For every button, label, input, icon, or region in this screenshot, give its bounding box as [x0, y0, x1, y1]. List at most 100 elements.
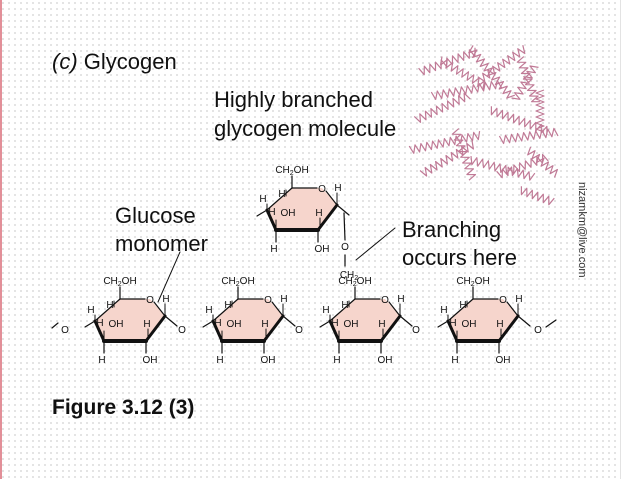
ring-oxygen-label: O — [499, 295, 507, 306]
glycogen-branch-squiggle — [440, 56, 485, 90]
bond-line — [319, 320, 331, 328]
glycogen-branch-squiggle — [451, 128, 477, 181]
hydrogen-label: H — [259, 194, 266, 205]
hydroxyl-label: OH — [281, 208, 296, 219]
hydrogen-label: H — [333, 355, 340, 366]
ring-oxygen-label: O — [381, 295, 389, 306]
ring-oxygen-label: O — [318, 184, 326, 195]
hydroxyl-label: OH — [261, 355, 276, 366]
bond-line — [506, 301, 519, 317]
hydrogen-label: H — [280, 294, 287, 305]
hydrogen-label: H — [162, 294, 169, 305]
bond-line — [545, 319, 557, 328]
hydroxyl-label: OH — [227, 319, 242, 330]
bond-line — [282, 315, 296, 327]
branched-label-line-1: Highly branched — [214, 87, 373, 112]
ch2oh-label: CH2OH — [338, 276, 371, 288]
glucose-monomer-label: Glucose monomer — [115, 202, 208, 258]
linkage-oxygen-label: O — [534, 325, 542, 336]
linkage-oxygen-label: O — [412, 325, 420, 336]
hydrogen-label: H — [440, 305, 447, 316]
hydrogen-label: H — [334, 183, 341, 194]
bond-line — [271, 301, 284, 317]
glycogen-branch-squiggle — [408, 131, 481, 154]
side-panel — [620, 0, 638, 479]
bond-line — [144, 314, 167, 343]
leader-line — [157, 251, 181, 303]
glycogen-branch-squiggle — [516, 56, 541, 103]
hydrogen-label: H — [216, 355, 223, 366]
hydrogen-label: H — [331, 318, 338, 329]
glycogen-branch-squiggle — [498, 127, 559, 145]
branching-point-label: Branching occurs here — [402, 216, 517, 272]
ch2-label: CH2 — [340, 270, 358, 282]
branched-label-line-2: glycogen molecule — [214, 116, 397, 141]
panel-title: (c) Glycogen — [52, 51, 177, 73]
ch2oh-label: CH2OH — [456, 276, 489, 288]
bond-line — [517, 315, 531, 327]
hydrogen-label: H — [224, 300, 231, 311]
hydrogen-label: H — [451, 355, 458, 366]
hydrogen-label: H — [98, 355, 105, 366]
hydroxyl-label: OH — [109, 319, 124, 330]
hydroxyl-label: OH — [143, 355, 158, 366]
glycogen-branch-squiggle — [535, 89, 545, 133]
linkage-oxygen-label: O — [341, 242, 349, 253]
hydrogen-label: H — [322, 305, 329, 316]
hydrogen-label: H — [278, 189, 285, 200]
glycogen-branch-squiggle — [511, 65, 539, 100]
bond-line — [84, 320, 96, 328]
hydroxyl-label: OH — [496, 355, 511, 366]
panel-name: Glycogen — [83, 49, 177, 74]
glycogen-branch-squiggle — [520, 186, 555, 206]
bond-line — [328, 319, 341, 343]
bond-line — [325, 190, 338, 206]
hydrogen-label: H — [449, 318, 456, 329]
bond-line — [388, 301, 401, 317]
ch2oh-label: CH2OH — [275, 165, 308, 177]
bond-line — [211, 319, 224, 343]
hydrogen-label: H — [270, 244, 277, 255]
hydrogen-label: H — [205, 305, 212, 316]
linkage-oxygen-label: O — [61, 325, 69, 336]
bond-line — [256, 209, 268, 217]
glycogen-branch-squiggle — [418, 47, 476, 76]
bond-line — [437, 320, 449, 328]
panel-letter: (c) — [52, 49, 78, 74]
hydrogen-label: H — [397, 294, 404, 305]
linkage-oxygen-label: O — [295, 325, 303, 336]
hydroxyl-label: OH — [462, 319, 477, 330]
bond-line — [262, 314, 285, 343]
bond-line — [336, 204, 350, 216]
bond-line — [446, 319, 459, 343]
ch2oh-label: CH2OH — [103, 276, 136, 288]
glucose-label-line-1: Glucose — [115, 203, 196, 228]
glucose-label-line-2: monomer — [115, 231, 208, 256]
hydrogen-label: H — [496, 319, 503, 330]
hydroxyl-label: OH — [378, 355, 393, 366]
bond-line — [93, 319, 106, 343]
hydroxyl-label: OH — [315, 244, 330, 255]
bond-line — [164, 315, 178, 327]
bond-line — [399, 315, 413, 327]
bond-line — [447, 298, 474, 322]
figure-caption: Figure 3.12 (3) — [52, 396, 195, 419]
hydrogen-label: H — [315, 208, 322, 219]
bond-line — [51, 322, 59, 329]
ring-oxygen-label: O — [264, 295, 272, 306]
bond-line — [497, 314, 520, 343]
bond-line — [202, 320, 214, 328]
bond-line — [212, 298, 239, 322]
branching-label-line-2: occurs here — [402, 245, 517, 270]
bond-line — [316, 203, 339, 232]
hydrogen-label: H — [106, 300, 113, 311]
glycogen-branch-squiggle — [470, 156, 536, 181]
glycogen-branch-squiggle — [468, 45, 516, 99]
leader-line — [355, 227, 396, 261]
bond-line — [329, 298, 356, 322]
